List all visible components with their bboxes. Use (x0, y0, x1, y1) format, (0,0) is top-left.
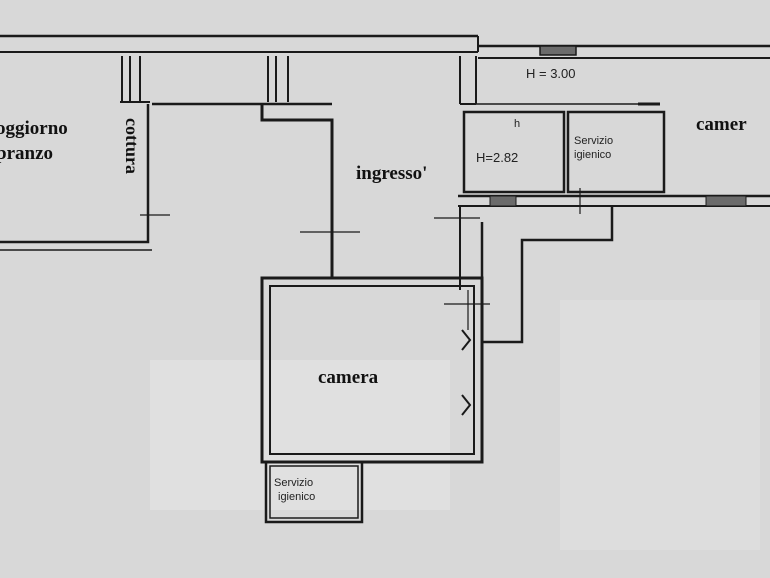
servizio-upper-line1: Servizio (574, 135, 614, 147)
walls (0, 34, 770, 524)
room-label-servizio-lower: Servizio igienico (274, 476, 315, 504)
servizio-lower-room (264, 460, 364, 524)
room-label-soggiorno: oggiorno (0, 118, 68, 139)
camera-room-inner (269, 285, 475, 455)
servizio-lower-line1: Servizio (274, 477, 314, 489)
paper-light-patch (150, 360, 450, 510)
window-right (705, 195, 747, 207)
closet-room (462, 110, 566, 194)
camera-room-outer (260, 276, 484, 464)
room-label-ingresso: ingresso' (356, 163, 428, 184)
window-top (539, 45, 577, 56)
height-closet: H=2.82 (476, 150, 519, 165)
servizio-upper-line2: igienico (574, 149, 612, 161)
soggiorno-wall (0, 104, 150, 244)
room-label-pranzo: pranzo (0, 143, 53, 164)
camera-door-jamb (461, 394, 472, 416)
camera-door-jamb (461, 329, 472, 351)
servizio-lower-line2: igienico (278, 491, 316, 503)
room-label-camera: camera (318, 367, 379, 388)
room-label-camera-right: camer (696, 114, 747, 135)
servizio-lower-inner (269, 465, 359, 519)
ingresso-left-wall (260, 104, 334, 278)
height-closet-mark: h (514, 118, 521, 130)
window-small (489, 195, 517, 207)
servizio-upper-room (566, 110, 666, 194)
paper-light-patch (560, 300, 760, 550)
room-label-servizio-upper: Servizio igienico (574, 134, 613, 162)
room-label-cottura: cottura (122, 118, 142, 174)
height-corridor: H = 3.00 (526, 66, 576, 81)
